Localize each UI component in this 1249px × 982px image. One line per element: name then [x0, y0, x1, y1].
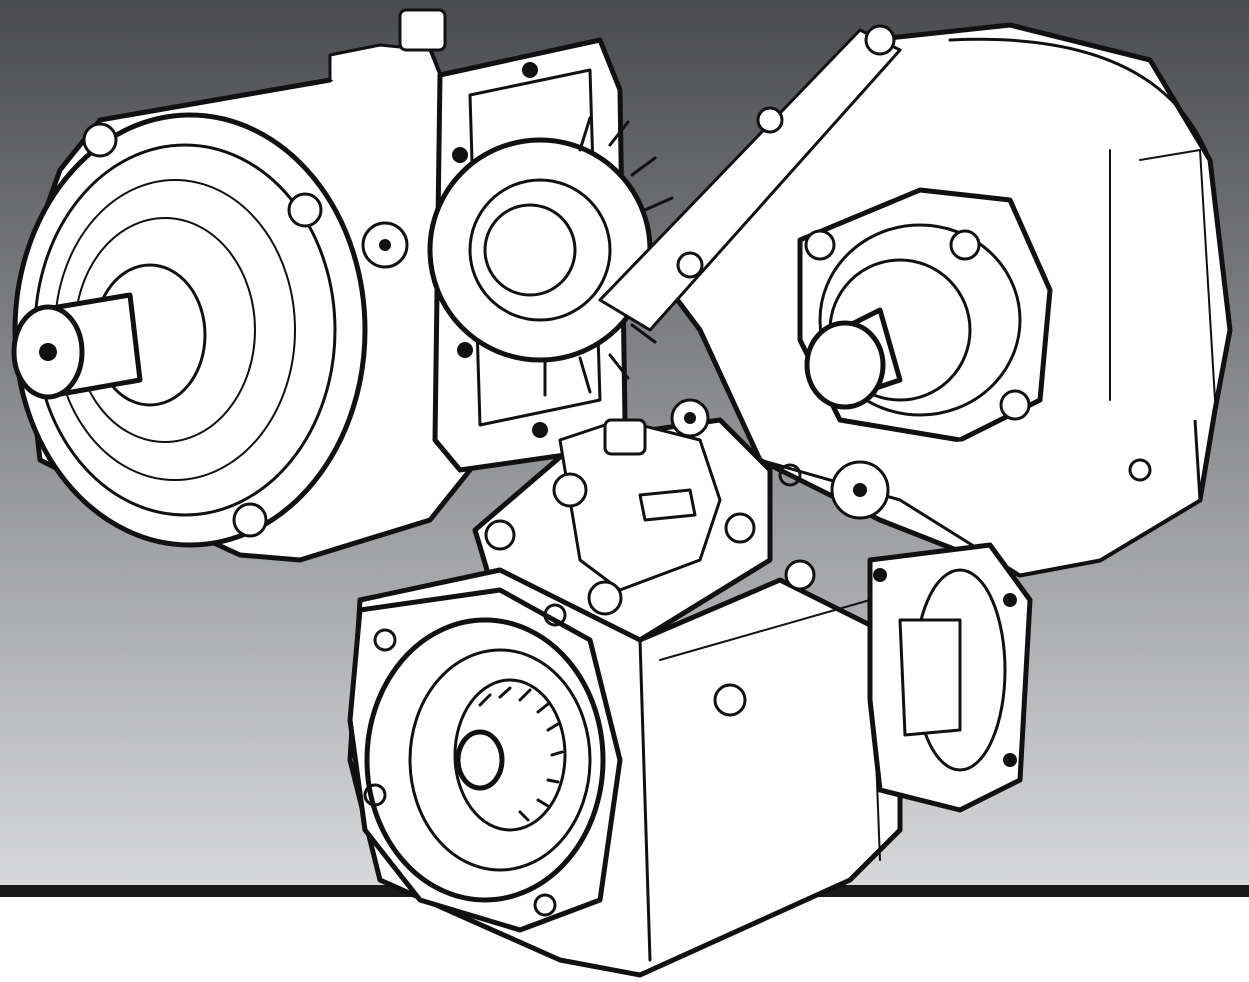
right-top-bolt [864, 24, 896, 56]
right-flange-bolt-4 [949, 229, 981, 261]
front-face-ring-outer [364, 617, 606, 903]
front-flange-neck [898, 618, 962, 737]
left-side-boss-hole [379, 239, 391, 251]
front-cover-bolt-3 [587, 580, 623, 616]
right-flange-bolt-3 [804, 229, 836, 261]
front-flange-hole-1 [873, 568, 887, 582]
left-bolt-3 [232, 502, 268, 538]
front-flange-bolt [784, 559, 816, 591]
right-flange-bolt-2 [676, 251, 704, 279]
front-face-hole-2 [363, 783, 387, 807]
left-gear-hub [483, 203, 577, 297]
front-body-edge [638, 638, 652, 962]
left-frame-hole-4 [532, 422, 548, 438]
left-frame-hole-2 [452, 147, 468, 163]
left-frame-hole-3 [457, 342, 473, 358]
front-spline-hub [453, 678, 567, 832]
left-frame-hole-1 [522, 62, 538, 78]
left-bolt-2 [287, 192, 323, 228]
right-flange-bolt-1 [756, 106, 784, 134]
left-shaft-hole [39, 343, 57, 361]
left-pto-unit [11, 8, 682, 563]
front-flange-hole-2 [1003, 593, 1017, 607]
right-base-boss-hole [853, 483, 867, 497]
front-side-plug [713, 683, 747, 717]
left-gear-hub-ring [468, 178, 612, 322]
right-pto-unit [598, 22, 1233, 578]
front-shaft-end [455, 729, 505, 791]
front-cover-bolt-top [603, 418, 647, 456]
right-shaft-end [804, 320, 886, 410]
right-dome-edge [1139, 149, 1216, 401]
left-top-boss [328, 43, 442, 80]
right-dome-curve-1 [948, 37, 1212, 162]
front-cover-bolt-2 [724, 512, 756, 544]
front-face-hole-1 [373, 628, 397, 652]
front-face-hole-3 [533, 893, 557, 917]
front-panel-line-1 [659, 599, 871, 661]
front-face-hole-4 [543, 603, 567, 627]
front-pto-unit [347, 398, 1033, 978]
right-flange-bolt-5 [999, 389, 1031, 421]
front-grease-fitting [638, 488, 697, 522]
left-top-plug [398, 8, 447, 52]
right-base-hole-1 [778, 463, 802, 487]
right-base-hole-2 [1128, 458, 1152, 482]
front-cover-boss-hole [684, 412, 696, 424]
right-flange-ring [818, 223, 1022, 417]
left-gear [427, 116, 682, 397]
front-face-ring-inner [408, 648, 592, 872]
front-flange-hole-3 [1003, 753, 1017, 767]
front-spline-teeth [478, 686, 564, 822]
front-cover-bolt-1 [484, 519, 516, 551]
front-cover-plug [552, 472, 588, 508]
left-bolt-1 [82, 122, 118, 158]
